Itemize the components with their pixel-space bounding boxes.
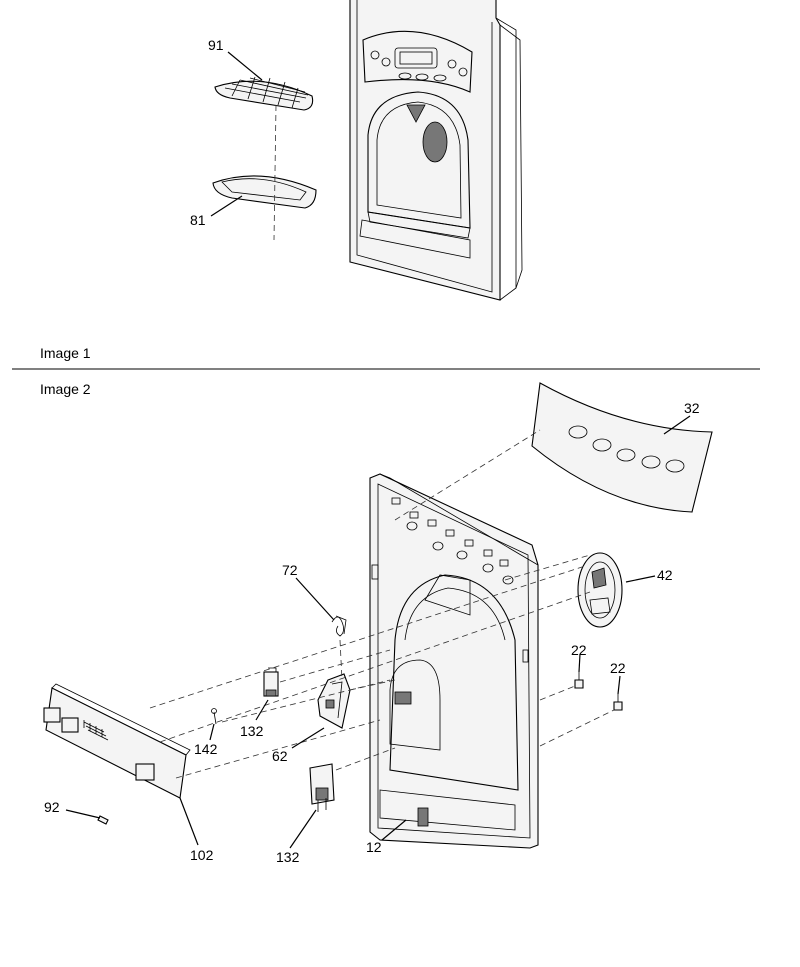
dispenser-door-panel bbox=[349, 0, 523, 301]
spring-part-72 bbox=[331, 615, 347, 637]
callout-132-upper: 132 bbox=[240, 723, 264, 739]
callout-92: 92 bbox=[44, 799, 60, 815]
callout-62: 62 bbox=[272, 748, 288, 764]
callout-132-lower: 132 bbox=[276, 849, 300, 865]
image-1-group: 91 81 bbox=[190, 0, 523, 301]
image-2-group: 32 42 72 22 22 132 142 62 92 102 132 12 bbox=[43, 382, 713, 865]
drip-tray-part-81 bbox=[212, 175, 317, 209]
alignment-lines bbox=[149, 429, 615, 779]
callout-81: 81 bbox=[190, 212, 206, 228]
lever-part-62 bbox=[317, 673, 351, 729]
callout-leaders bbox=[65, 415, 691, 849]
callout-72: 72 bbox=[282, 562, 298, 578]
callout-22-a: 22 bbox=[571, 642, 587, 658]
caption-image-1: Image 1 bbox=[40, 345, 91, 361]
drip-grille-part-91 bbox=[214, 76, 314, 111]
housing-part-12 bbox=[369, 473, 539, 849]
callout-91: 91 bbox=[208, 37, 224, 53]
screw-part-22-b bbox=[613, 694, 623, 711]
screw-part-92 bbox=[97, 815, 109, 825]
switch-part-132-upper bbox=[263, 667, 279, 697]
callout-22-b: 22 bbox=[610, 660, 626, 676]
callout-42: 42 bbox=[657, 567, 673, 583]
callout-102: 102 bbox=[190, 847, 214, 863]
callout-142: 142 bbox=[194, 741, 218, 757]
callout-12: 12 bbox=[366, 839, 382, 855]
screw-part-22-a bbox=[574, 672, 584, 689]
caption-image-2: Image 2 bbox=[40, 381, 91, 397]
overlay-part-32 bbox=[531, 382, 713, 513]
callout-32: 32 bbox=[684, 400, 700, 416]
pin-part-142 bbox=[211, 708, 217, 725]
control-board-part-102 bbox=[43, 683, 191, 799]
part-42 bbox=[577, 552, 623, 628]
switch-part-132-lower bbox=[309, 763, 335, 812]
